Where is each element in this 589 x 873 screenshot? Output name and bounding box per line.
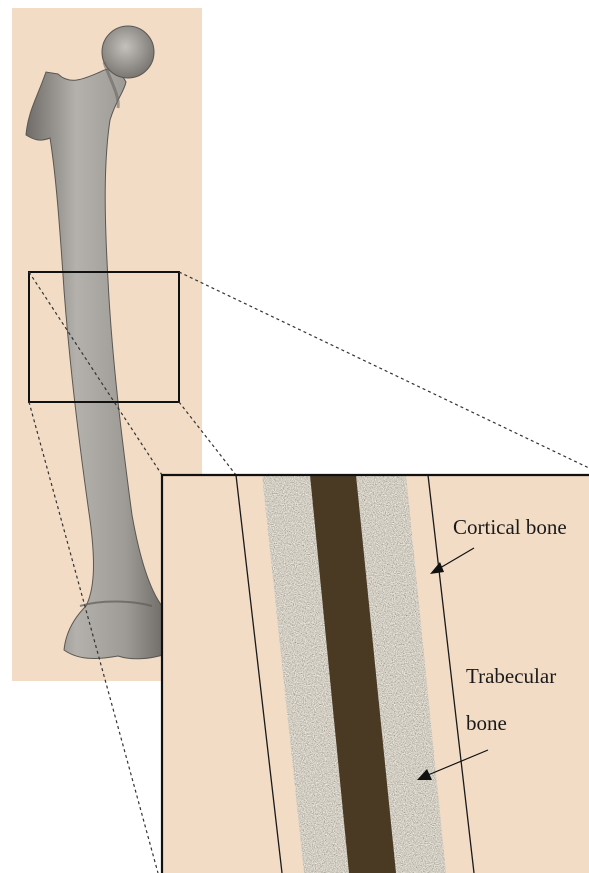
cortical-bone-label: Cortical bone: [453, 517, 567, 538]
trabecular-bone-label-line2: bone: [466, 713, 507, 734]
trabecular-bone-label-line1: Trabecular: [466, 666, 556, 687]
